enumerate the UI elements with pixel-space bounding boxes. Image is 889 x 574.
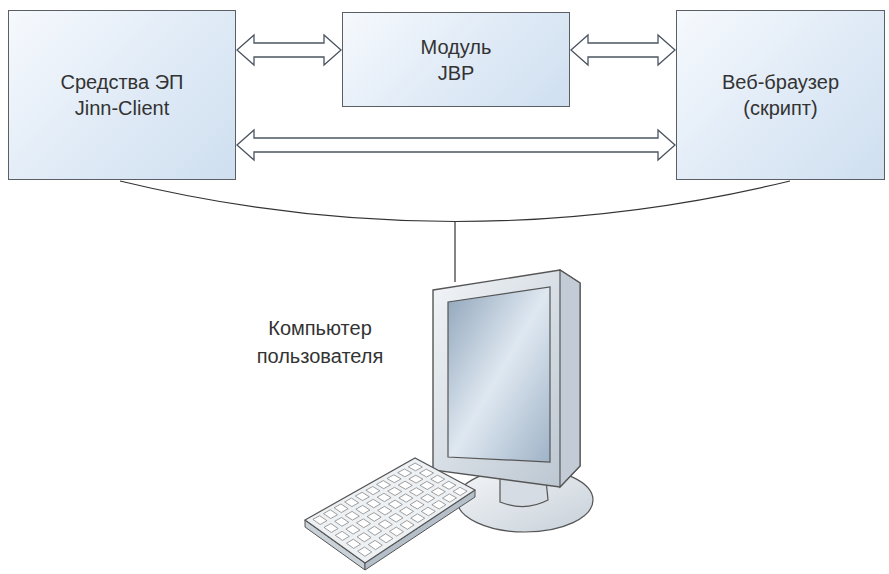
keyboard-key xyxy=(357,533,371,542)
keyboard-key xyxy=(410,488,424,496)
keyboard-key xyxy=(408,463,422,471)
keyboard-key xyxy=(313,516,327,525)
keyboard-key xyxy=(431,475,445,483)
keyboard-key xyxy=(399,494,413,502)
box-text: Средства ЭП Jinn-Client xyxy=(52,69,192,121)
monitor-side xyxy=(560,270,580,487)
keyboard-key xyxy=(442,481,456,489)
keyboard-key xyxy=(443,494,457,502)
keyboard-keys xyxy=(313,463,467,556)
keyboard-key xyxy=(345,498,359,507)
block-arrow xyxy=(237,130,675,160)
keyboard-key xyxy=(390,527,404,536)
keyboard-key xyxy=(389,513,403,522)
keyboard-key xyxy=(335,518,349,527)
keyboard-key xyxy=(368,526,382,535)
box-text: Модуль JBP xyxy=(411,34,501,86)
keyboard-key xyxy=(377,493,391,501)
keyboard-key xyxy=(335,531,349,540)
keyboard-side xyxy=(305,520,365,570)
keyboard-key xyxy=(432,501,446,510)
keyboard-key xyxy=(378,520,392,529)
keyboard-key xyxy=(420,481,434,489)
keyboard-key xyxy=(358,547,372,556)
caption-label: Компьютер пользователя xyxy=(225,314,415,370)
keyboard-key xyxy=(346,525,360,534)
process-box: Средства ЭП Jinn-Client xyxy=(8,10,236,180)
block-arrow xyxy=(237,35,341,65)
keyboard-key xyxy=(356,505,370,514)
monitor-frame xyxy=(433,270,580,487)
keyboard-key xyxy=(377,481,391,489)
bus-drop xyxy=(454,222,455,282)
keyboard-key xyxy=(409,475,423,483)
keyboard-key xyxy=(367,513,381,522)
keyboard-key xyxy=(411,514,425,523)
keyboard-key xyxy=(379,534,393,543)
keyboard-key xyxy=(324,524,338,533)
keyboard-key xyxy=(388,487,402,495)
keyboard-key xyxy=(355,492,369,500)
keyboard-key xyxy=(345,511,359,520)
keyboard-key xyxy=(431,488,445,496)
bus-curve xyxy=(120,181,790,222)
keyboard xyxy=(305,458,475,563)
process-box: Модуль JBP xyxy=(342,12,570,107)
keyboard-key xyxy=(378,506,392,515)
keyboard-key xyxy=(334,504,348,513)
keyboard-key xyxy=(398,469,412,477)
process-box: Веб-браузер (скрипт) xyxy=(676,10,885,180)
keyboard-key xyxy=(400,507,414,516)
keyboard-key xyxy=(366,487,380,495)
keyboard-key xyxy=(453,487,467,495)
keyboard-key xyxy=(357,519,371,528)
keyboard-key xyxy=(421,494,435,502)
keyboard-key xyxy=(400,521,414,530)
keyboard-key xyxy=(421,507,435,516)
keyboard-key xyxy=(368,540,382,549)
keyboard-key xyxy=(420,469,434,477)
keyboard-key xyxy=(324,510,338,519)
keyboard-key xyxy=(387,475,401,483)
block-arrow xyxy=(571,35,675,65)
box-text: Веб-браузер (скрипт) xyxy=(716,69,846,121)
monitor-screen xyxy=(448,287,550,462)
keyboard-key xyxy=(388,500,402,509)
keyboard-key xyxy=(410,501,424,510)
keyboard-key xyxy=(367,499,381,508)
keyboard-key xyxy=(347,539,361,548)
keyboard-key xyxy=(398,481,412,489)
